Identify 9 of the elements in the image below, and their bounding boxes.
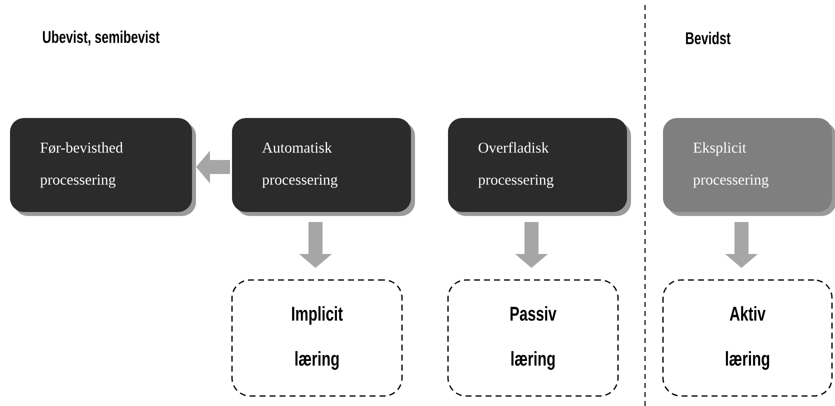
outcome-box: Implicit læring	[231, 279, 403, 397]
process-box: Overfladisk processering	[448, 118, 631, 216]
process-box: Automatisk processering	[232, 118, 415, 216]
process-box: Før-bevisthed processering	[10, 118, 196, 216]
section-heading: Ubevist, semibevist	[42, 30, 160, 46]
outcome-box: Aktiv læring	[662, 279, 833, 397]
section-heading: Bevidst	[686, 32, 730, 44]
process-box: Eksplicit processering	[663, 118, 835, 216]
outcome-box: Passiv læring	[447, 279, 619, 397]
